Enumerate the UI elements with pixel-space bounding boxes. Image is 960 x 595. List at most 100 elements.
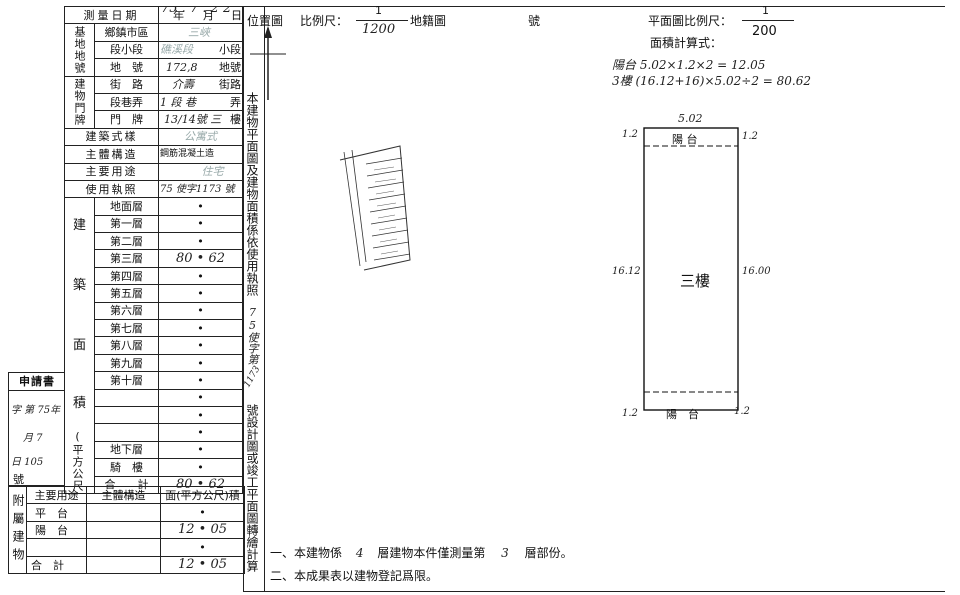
attachment-area-0: • [160,503,245,522]
survey-month-unit: 月 [203,9,214,22]
floor-row: • [65,388,243,407]
vertical-license-year: 75使字第 [246,306,259,365]
floor-row: 第七層• [65,319,243,338]
floor-area-value: • [158,284,243,303]
door-row-suffix-0: 街路 [219,78,241,92]
survey-year-unit: 年 [173,9,184,22]
building-info-table: 測量日期 75 . 7 . 2 2 年 月 日 基地地號 鄉鎮市區 三峽 段小段… [64,5,243,494]
area-formula-line1: 陽台 5.02×1.2×2 = 12.05 [612,58,766,72]
footer-note-1-mid: 層建物本件僅測量第 [377,546,486,560]
floor-side-char-1: 建 [73,218,87,234]
plan-depth-top-left: 1.2 [622,129,638,140]
floor-label: 第十層 [94,371,159,390]
floor-area-value: • [158,423,243,442]
base-row-label-2: 地 號 [94,58,159,77]
plan-depth-bottom-left: 1.2 [622,408,638,419]
floor-label [94,405,159,425]
floor-label: 第八層 [94,336,159,355]
attachments-col-structure: 主體構造 [86,485,161,505]
floor-area-value: • [158,319,243,338]
plan-floor-label: 三樓 [680,272,711,290]
site-location-sketch [339,145,411,271]
attachments-side-label: 附屬建物 [8,486,27,574]
attachments-col-usage: 主要用途 [26,485,87,505]
position-scale-label: 比例尺： [300,14,349,28]
door-row-suffix-2: 樓 [230,113,241,127]
survey-date-label: 測量日期 [64,5,159,25]
structure-handwritten: 鋼筋混凝土造 [160,148,215,159]
attachments-total-label: 合 計 [26,555,87,574]
floor-label: 第五層 [94,284,159,303]
attachment-usage-1: 陽 台 [26,520,87,540]
main-usage-label: 主要用途 [64,162,159,181]
plan-left-height: 16.12 [612,266,641,277]
plan-depth-top-right: 1.2 [742,131,758,142]
vertical-note: 本建物平面圖及建物面積係依使用執照 [245,92,259,296]
floor-row: • [65,405,243,425]
position-scale-bar [356,20,408,21]
floor-label [94,388,159,407]
floor-area-value: • [158,214,243,234]
base-row-value-1: 礁溪段小段 [158,40,243,60]
vertical-note-2: 號設計圖或竣工平面圖轉繪計算 [245,404,259,572]
application-year-line: 字 第 75年 [11,405,61,416]
attachments-total-structure [86,555,161,574]
door-row-label-0: 街 路 [94,75,159,94]
main-usage-handwritten: 住宅 [201,165,224,179]
door-row-label-1: 段巷弄 [94,92,159,112]
attachment-structure-2 [86,538,161,557]
floor-label: 騎 樓 [94,458,159,477]
floor-area-value: • [158,458,243,477]
use-license-label: 使用執照 [64,179,159,199]
floor-area-value: • [158,440,243,460]
main-usage-value: 住宅 [158,162,243,181]
floor-area-value: • [158,353,243,373]
frame-divider [264,6,265,592]
attachment-structure-0 [86,503,161,522]
plan-depth-bottom-right: 1.2 [734,406,750,417]
attachments-total-value: 12 • 05 [160,555,245,574]
position-scale-num: 1 [375,4,382,17]
plan-right-height: 16.00 [742,266,771,277]
cadastral-number-label: 號 [528,14,541,28]
floor-label: 第三層 [94,249,159,268]
floor-label: 第二層 [94,232,159,251]
area-calc-label: 面積計算式： [650,36,723,50]
attachments-col-area: 面(平方公尺)積 [160,485,245,505]
footer-note-1-suffix: 層部份。 [524,546,573,560]
footer-note-1-floors: 4 [355,546,364,560]
attachment-area-2: • [160,538,245,557]
floor-area-value: • [158,336,243,355]
footer-note-2: 二、本成果表以建物登記爲限。 [270,569,439,583]
application-box: 申請書 字 第 75年 月 7 日 105 號 [8,372,65,486]
position-scale-den: 1200 [362,22,396,37]
plan-scale-den: 200 [752,24,777,39]
floor-row: 地下層• [65,440,243,460]
floor-label: 第七層 [94,319,159,338]
survey-date-value: 75 . 7 . 2 2 年 月 日 [158,5,243,25]
door-row-handwritten-0: 介壽 [172,78,194,92]
base-row-label-1: 段小段 [94,40,159,60]
attachment-usage-0: 平 台 [26,503,87,522]
footer-note-1-prefix: 一、本建物係 [270,546,343,560]
base-row-handwritten-1: 礁溪段 [160,43,193,57]
survey-day-unit: 日 [231,9,242,22]
door-row-value-2: 13/14號 三樓 [158,110,243,129]
building-style-handwritten: 公寓式 [184,130,217,144]
floor-row: 第八層• [65,336,243,355]
structure-value: 鋼筋混凝土造 [158,145,243,164]
floor-area-unit-label: (平方公尺) [71,430,84,494]
survey-date-handwritten: 75 . 7 . 2 2 [161,6,232,16]
area-formula-line2: 3樓 (16.12+16)×5.02÷2 = 80.62 [612,74,811,88]
attachment-usage-2 [26,538,87,557]
base-row-label-0: 鄉鎮市區 [94,23,159,42]
door-row-handwritten-1: 1 段 巷 [160,95,196,109]
base-row-suffix-2: 地號 [219,60,241,74]
door-row-handwritten-2: 13/14號 三 [164,113,222,127]
drawing-frame [243,6,945,592]
position-map-label: 位置圖 [247,14,284,28]
floor-area-side-label: 建築面積(平方公尺) [64,197,95,494]
floor-label: 第六層 [94,301,159,321]
building-style-label: 建築式樣 [64,127,159,147]
